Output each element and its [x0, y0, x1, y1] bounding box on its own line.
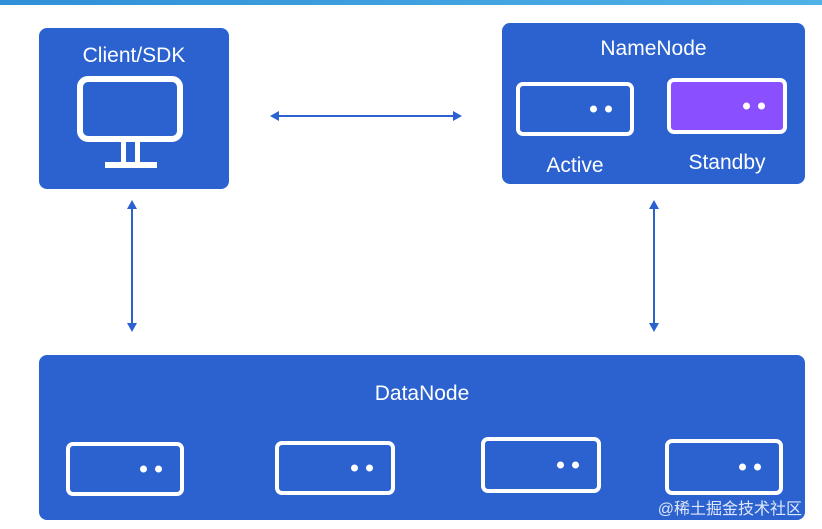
server-status-dots [140, 465, 162, 473]
server-status-dots [557, 461, 579, 469]
client-namenode-arrow [270, 111, 462, 121]
datanode-box: DataNode [39, 355, 805, 520]
datanode-title: DataNode [374, 382, 470, 405]
datanode-server [665, 439, 783, 495]
standby-server [667, 78, 787, 134]
datanode-server [481, 437, 601, 493]
client-datanode-arrow [127, 200, 137, 332]
standby-label: Standby [688, 151, 766, 174]
watermark: @稀土掘金技术社区 [657, 501, 802, 518]
namenode-datanode-arrow [649, 200, 659, 332]
server-status-dots [590, 105, 612, 113]
active-label: Active [546, 154, 604, 177]
client-sdk-box: Client/SDK [39, 28, 229, 189]
client-sdk-title: Client/SDK [82, 44, 186, 67]
top-accent-bar [0, 0, 822, 5]
namenode-box: NameNode Active Standby [502, 23, 805, 184]
namenode-title: NameNode [600, 37, 707, 60]
datanode-server [66, 442, 184, 496]
datanode-server [275, 441, 395, 495]
active-server [516, 82, 634, 136]
server-status-dots [351, 464, 373, 472]
server-status-dots [739, 463, 761, 471]
server-status-dots [743, 102, 765, 110]
monitor-icon [77, 76, 183, 168]
